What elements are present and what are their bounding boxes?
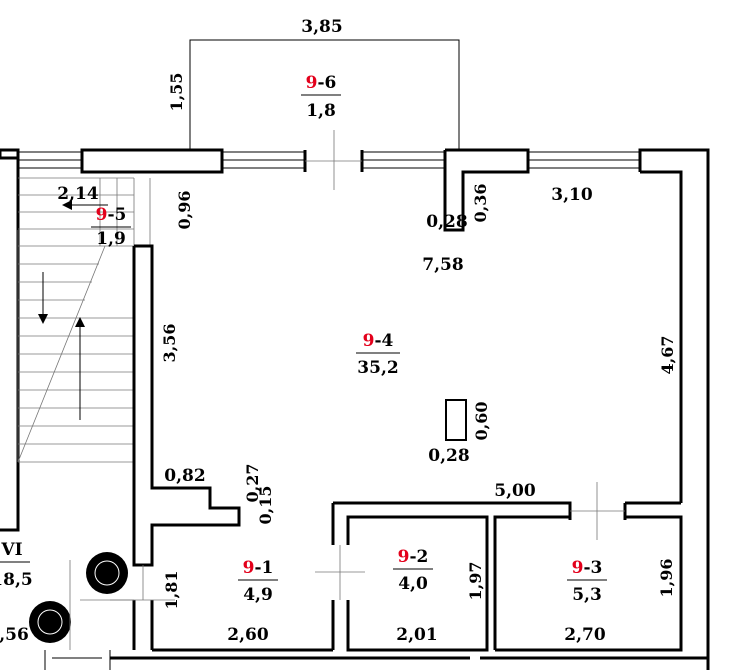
svg-text:1,8: 1,8 — [306, 101, 336, 121]
dim-1-97: 1,97 — [466, 562, 485, 601]
dim-3-56: 3,56 — [160, 324, 179, 363]
svg-text:4,0: 4,0 — [398, 574, 428, 594]
room-label-9-5: 9-5 1,9 — [91, 205, 131, 249]
svg-text:18,5: 18,5 — [0, 570, 33, 590]
room-label-9-1: 9-1 4,9 — [238, 558, 278, 605]
vent-circles — [29, 552, 134, 650]
room-label-9-2: 9-2 4,0 — [393, 547, 433, 594]
svg-text:5,3: 5,3 — [572, 585, 602, 605]
dim-0-60: 0,60 — [472, 402, 491, 441]
dim-5-00: 5,00 — [494, 481, 536, 501]
svg-text:35,2: 35,2 — [357, 358, 398, 378]
dim-3-85: 3,85 — [301, 17, 342, 37]
dim-0-28-a: 0,28 — [426, 212, 467, 232]
bottom-wall — [44, 648, 708, 670]
interior-wall-south — [315, 482, 683, 652]
balcony-outline — [189, 39, 460, 150]
svg-text:9-5: 9-5 — [96, 205, 127, 225]
column — [445, 399, 467, 441]
dim-0-36: 0,36 — [471, 184, 490, 223]
svg-text:VI: VI — [0, 540, 22, 560]
dim-0-15: 0,15 — [256, 486, 275, 525]
dim-0-96: 0,96 — [175, 191, 194, 230]
dim-1-81: 1,81 — [162, 571, 181, 610]
room-label-9-3: 9-3 5,3 — [567, 558, 607, 605]
dim-2-14: 2,14 — [57, 184, 99, 204]
dim-1-96: 1,96 — [657, 559, 676, 598]
staircase — [17, 177, 151, 463]
dim-2-01: 2,01 — [396, 625, 437, 645]
dim-2-70: 2,70 — [564, 625, 606, 645]
svg-text:4,9: 4,9 — [243, 585, 273, 605]
room-label-9-6: 9-6 1,8 — [301, 73, 341, 121]
room-label-9-4: 9-4 35,2 — [356, 331, 400, 378]
svg-text:9-3: 9-3 — [572, 558, 603, 578]
dim-4-67: 4,67 — [658, 336, 677, 375]
svg-text:,56: ,56 — [0, 625, 29, 645]
dim-0-27: 0,27 — [243, 464, 262, 503]
svg-text:9-1: 9-1 — [243, 558, 274, 578]
dim-0-82: 0,82 — [164, 466, 205, 486]
room-label-vi: VI 18,5 ,56 — [0, 540, 33, 645]
svg-text:9-4: 9-4 — [363, 331, 394, 351]
top-wall — [0, 130, 710, 670]
dim-2-60: 2,60 — [227, 625, 269, 645]
dim-0-28-b: 0,28 — [428, 446, 469, 466]
svg-text:1,9: 1,9 — [96, 229, 126, 249]
left-wall — [0, 148, 20, 532]
dim-7-58: 7,58 — [422, 255, 463, 275]
svg-text:9-6: 9-6 — [306, 73, 337, 93]
svg-text:9-2: 9-2 — [398, 547, 429, 567]
dim-3-10: 3,10 — [551, 185, 593, 205]
dim-1-55: 1,55 — [167, 73, 186, 112]
